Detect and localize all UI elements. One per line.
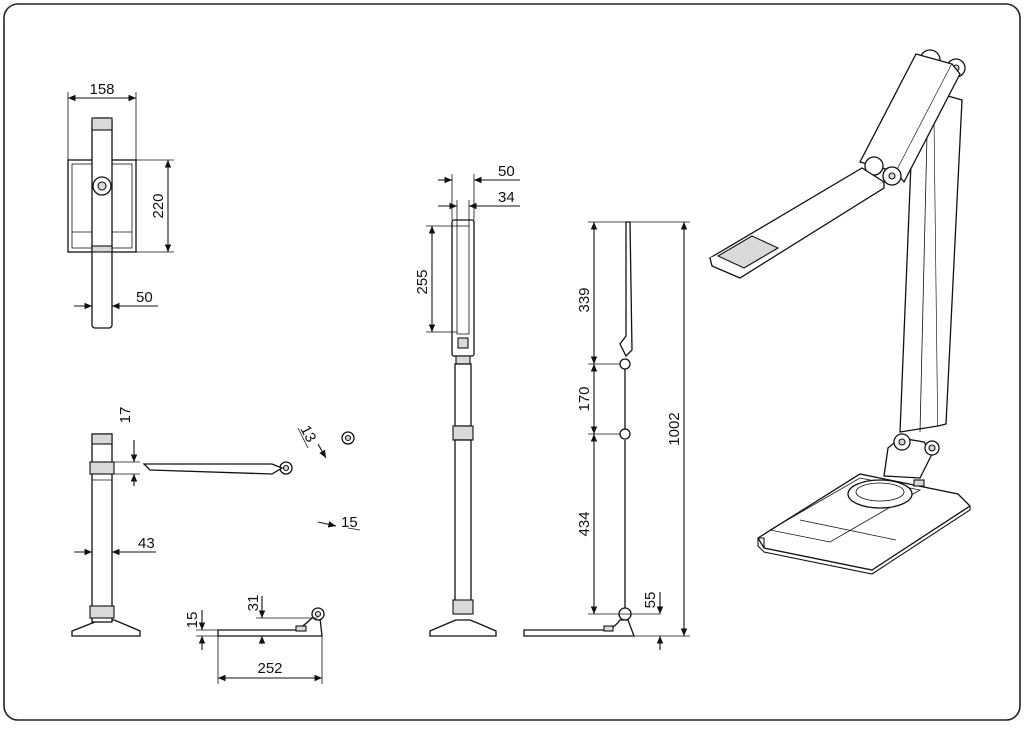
side-view: 17 43 <box>71 407 156 637</box>
profile-view: 339 170 434 55 1002 <box>523 221 690 650</box>
dim-top-base-depth: 220 <box>150 193 167 218</box>
dim-front-head-inner: 34 <box>498 189 515 206</box>
dim-side-base-height: 15 <box>184 612 201 629</box>
front-view-upper-arm <box>454 363 472 427</box>
isometric-view <box>708 49 972 575</box>
dim-arm-thickness: 15 <box>341 514 358 531</box>
dim-profile-upper-arm: 170 <box>576 386 593 411</box>
iso-head-panel <box>716 235 780 269</box>
dim-side-base-depth: 252 <box>257 660 282 677</box>
dim-top-width: 158 <box>89 81 114 98</box>
profile-base <box>523 619 635 637</box>
articulated-side-view: 13 15 15 31 252 <box>142 423 361 684</box>
iso-base-ring <box>847 479 913 509</box>
dim-front-head-width: 50 <box>498 163 515 180</box>
dim-side-base-total: 31 <box>245 595 262 612</box>
dim-side-column-width: 43 <box>138 535 155 552</box>
dim-profile-lower-arm: 434 <box>576 511 593 536</box>
dim-top-arm-width: 50 <box>136 289 153 306</box>
top-view-arm <box>91 117 113 329</box>
dim-arm-joint: 13 <box>297 423 320 446</box>
front-view-head <box>451 219 475 357</box>
front-view-base <box>429 619 497 637</box>
articulated-head <box>142 463 284 475</box>
profile-head <box>619 221 633 358</box>
dim-profile-head: 339 <box>576 287 593 312</box>
side-view-base <box>71 619 141 637</box>
dim-profile-base: 55 <box>642 592 659 609</box>
front-view: 50 34 255 <box>414 163 520 637</box>
top-view: 158 220 50 <box>67 81 174 329</box>
front-view-lower-arm <box>454 439 472 603</box>
dim-side-head-thickness: 17 <box>117 407 134 424</box>
sheet-border <box>3 3 1021 721</box>
dim-profile-total: 1002 <box>666 412 683 445</box>
dim-front-head-length: 255 <box>414 269 431 294</box>
